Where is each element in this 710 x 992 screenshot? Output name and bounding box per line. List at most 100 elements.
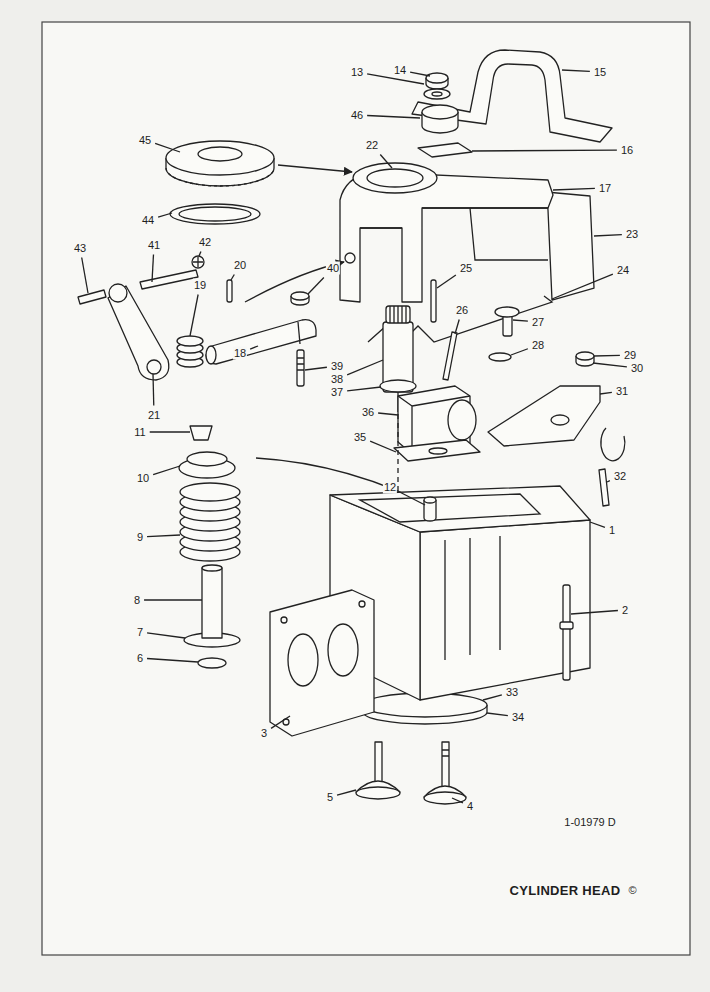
leader-line: [455, 320, 459, 335]
leader-line: [600, 392, 612, 394]
pin: [431, 280, 436, 322]
leader-line: [250, 346, 258, 349]
bracket-hole: [551, 415, 569, 425]
callout-number: 33: [505, 686, 519, 699]
leader-line: [594, 235, 622, 236]
leader-line: [152, 374, 154, 406]
leader-line: [607, 481, 610, 482]
leader-line: [593, 363, 627, 367]
callout-number: 24: [616, 264, 630, 277]
strap: [412, 50, 612, 142]
callout-number: 34: [511, 711, 525, 724]
cover-boss: [353, 163, 437, 193]
leader-line: [594, 355, 620, 357]
leader-line: [147, 535, 180, 537]
leader-line: [400, 492, 425, 505]
bolt: [489, 307, 519, 361]
leader-line: [271, 716, 290, 728]
callout-number: 17: [598, 182, 612, 195]
callout-number: 41: [147, 239, 161, 252]
pin: [443, 332, 457, 380]
callout-number: 8: [133, 594, 141, 607]
leader-line: [483, 695, 502, 700]
callout-number: 30: [630, 362, 644, 375]
valve: [356, 742, 400, 799]
callout-number: 11: [133, 426, 146, 439]
callout-number: 29: [623, 349, 637, 362]
stud: [599, 469, 609, 506]
leader-line: [562, 70, 590, 71]
callout-number: 19: [193, 279, 207, 292]
stud: [560, 585, 573, 680]
nut-washer: [424, 73, 450, 99]
leader-line: [590, 522, 605, 527]
leader-line: [82, 258, 88, 294]
spacer: [422, 105, 458, 133]
leader-line: [147, 658, 198, 662]
leader-line: [452, 798, 463, 803]
leader-line: [158, 213, 172, 217]
callout-number: 12: [383, 481, 397, 494]
leader-line: [380, 155, 392, 169]
boss-hole: [345, 253, 355, 263]
leader-line: [378, 413, 398, 415]
callout-number: 31: [615, 385, 629, 398]
leader-line: [513, 320, 528, 321]
leader-line: [308, 278, 324, 295]
callout-number: 4: [466, 800, 474, 813]
drawing-title: CYLINDER HEAD: [509, 883, 622, 898]
callout-number: 10: [136, 472, 150, 485]
circlip: [601, 428, 625, 461]
manifold-flange: [270, 590, 374, 736]
collets: [190, 426, 212, 440]
drawing-code: 1-01979 D: [563, 816, 616, 829]
cover-extension: [546, 192, 594, 300]
leader-line: [511, 349, 528, 355]
leader-line: [571, 611, 618, 614]
callout-number: 6: [136, 652, 144, 665]
callout-number: 38: [330, 373, 344, 386]
callout-number: 45: [138, 134, 152, 147]
valve: [424, 742, 466, 804]
callout-number: 22: [365, 139, 379, 152]
ring: [367, 169, 423, 187]
callout-number: 14: [393, 64, 407, 77]
leader-line: [337, 790, 356, 795]
assembly-arrow: [278, 165, 352, 172]
leader-line: [370, 441, 396, 452]
pin: [297, 350, 304, 386]
callout-number: 18: [233, 347, 247, 360]
leader-line: [150, 431, 190, 432]
callout-number: 3: [260, 727, 268, 740]
leader-line: [487, 713, 508, 716]
leader-line: [347, 387, 381, 391]
plate: [418, 143, 472, 157]
callout-number: 44: [141, 214, 155, 227]
callout-number: 25: [459, 262, 473, 275]
valve-spring: [180, 483, 240, 561]
callout-number: 28: [531, 339, 545, 352]
leader-line: [347, 360, 383, 375]
callout-number: 1: [608, 524, 616, 537]
callout-number: 46: [350, 109, 364, 122]
leader-line: [367, 115, 420, 118]
callout-number: 7: [136, 626, 144, 639]
callout-number: 36: [361, 406, 375, 419]
spring: [177, 336, 203, 367]
leader-line: [410, 72, 430, 76]
leader-line: [147, 633, 185, 638]
page-frame: [42, 22, 690, 955]
valve-guide: [184, 565, 240, 668]
callout-number: 27: [531, 316, 545, 329]
leader-line: [199, 252, 201, 257]
leader-line: [305, 367, 327, 370]
callout-number: 2: [621, 604, 629, 617]
callout-number: 13: [350, 66, 364, 79]
nut: [576, 352, 594, 366]
copyright-mark: ©: [627, 884, 637, 897]
cover-edge: [360, 208, 548, 260]
spring-retainer: [179, 452, 235, 478]
leader-line: [144, 599, 202, 600]
clamp-bracket: [488, 386, 600, 446]
